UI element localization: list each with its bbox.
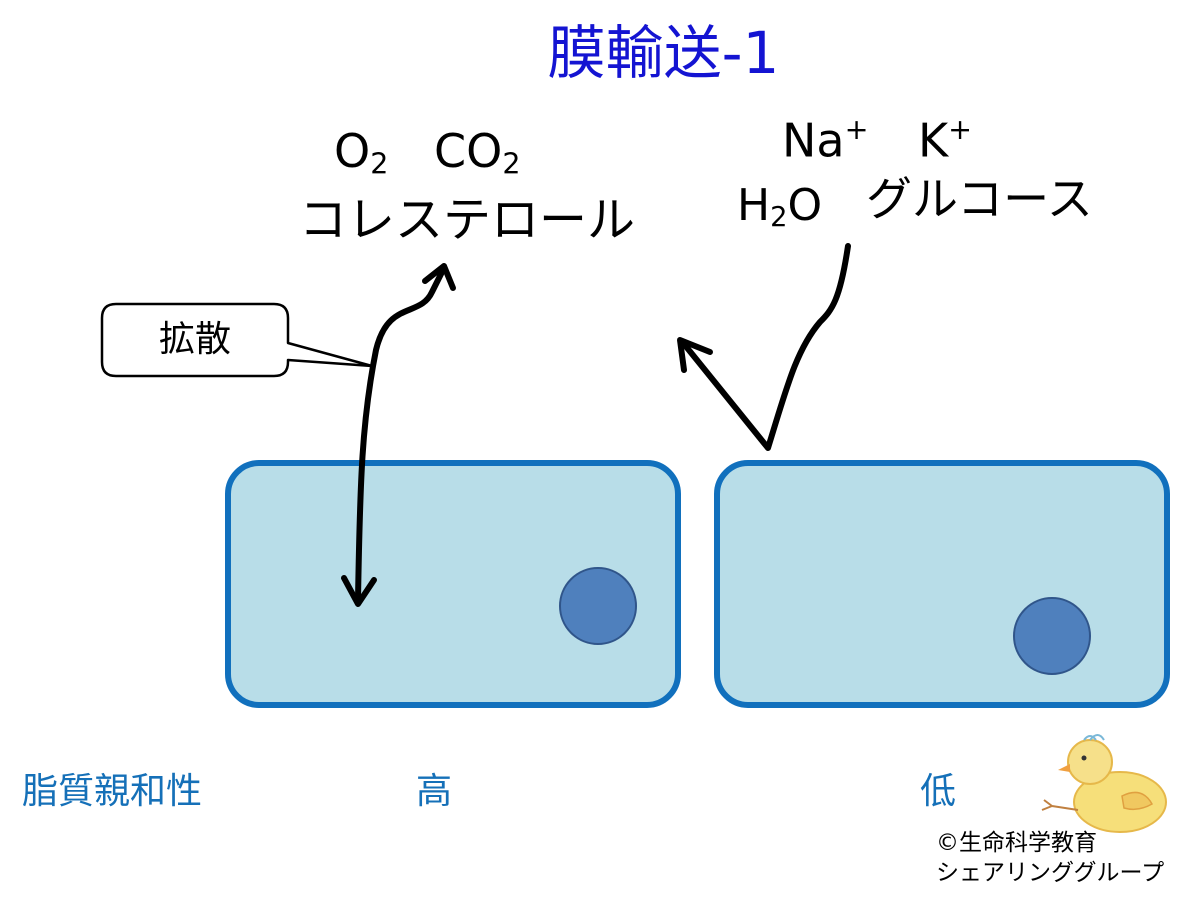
nucleus-left [559, 567, 637, 645]
chick-mascot-icon [1041, 734, 1167, 833]
chick-body [1073, 771, 1167, 833]
chick-beak [1058, 764, 1070, 772]
water-label: H2O [737, 180, 823, 233]
chick-tuft [1083, 734, 1105, 741]
chick-eye [1081, 755, 1087, 761]
potassium-ion-label: K+ [918, 113, 973, 168]
high-label: 高 [416, 771, 453, 812]
nucleus-right [1013, 597, 1091, 675]
copyright: ©生命科学教育 シェアリンググループ [936, 828, 1164, 888]
bounce-arrow [681, 243, 851, 451]
low-label: 低 [920, 771, 957, 812]
cholesterol-label: コレステロール [299, 192, 636, 248]
diffusion-arrow-head-bottom [341, 575, 377, 607]
cell-low-lipophilicity [714, 460, 1170, 708]
page-title: 膜輸送-1 [547, 19, 780, 87]
co2-label: CO2 [434, 124, 521, 181]
callout-label: 拡散 [158, 319, 231, 360]
chick-leg [1041, 799, 1079, 811]
lipophilicity-label: 脂質親和性 [22, 771, 203, 812]
callout-outline [100, 302, 374, 378]
glucose-label: グルコース [866, 172, 1093, 226]
bounce-arrow-head [677, 337, 713, 373]
o2-label: O2 [334, 124, 389, 181]
diffusion-arrow [355, 265, 447, 603]
chick-wing [1121, 791, 1154, 811]
copyright-line2: シェアリンググループ [936, 860, 1165, 886]
copyright-line1: ©生命科学教育 [936, 830, 1097, 856]
chick-head [1067, 739, 1113, 785]
diffusion-arrow-head-top [422, 263, 456, 291]
sodium-ion-label: Na+ [782, 113, 869, 168]
